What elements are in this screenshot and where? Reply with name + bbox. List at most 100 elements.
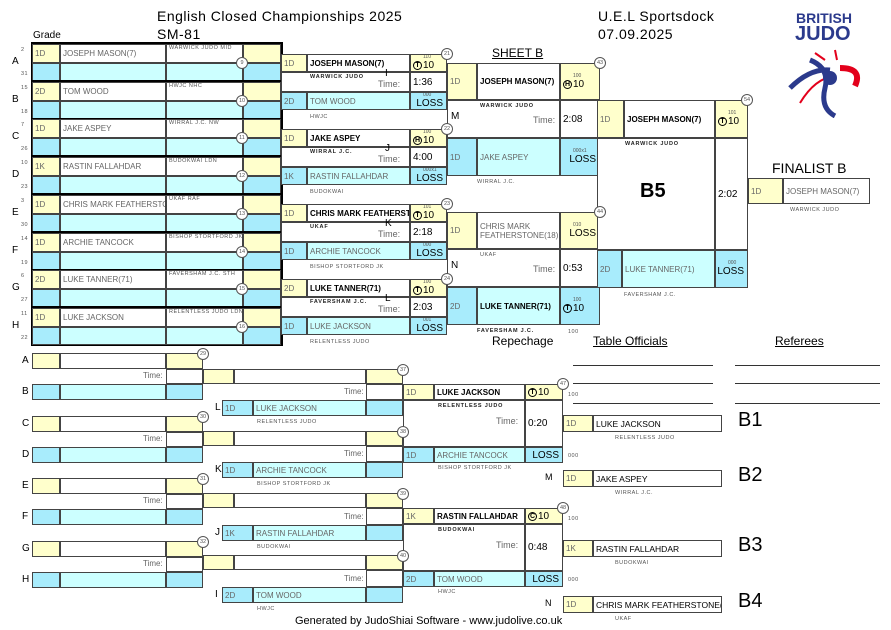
- score-value-row: LOSS: [413, 98, 446, 109]
- top-club: UKAF: [480, 252, 497, 258]
- finalist-bottom-name[interactable]: LUKE TANNER(71): [622, 250, 715, 288]
- rep-letter: A: [22, 355, 29, 366]
- match-number-badge: 22: [441, 123, 453, 135]
- finalist-title: FINALIST B: [772, 160, 847, 176]
- winner-name[interactable]: JAKE ASPEY: [307, 129, 410, 147]
- score-code: 100: [573, 297, 582, 303]
- competitor-name[interactable]: JAKE ASPEY: [477, 138, 560, 176]
- loser-name[interactable]: LUKE JACKSON: [307, 317, 410, 335]
- competitor-name[interactable]: TOM WOOD: [253, 587, 366, 603]
- score-value-row: LOSS: [413, 248, 446, 259]
- match-label: I: [385, 68, 388, 79]
- name-cell[interactable]: [60, 416, 166, 432]
- seed-number-bottom: 19: [21, 260, 29, 266]
- score-value: 10: [423, 210, 435, 221]
- match-time: 2:18: [410, 222, 447, 242]
- referees-title: Referees: [775, 334, 824, 348]
- name-cell[interactable]: [234, 493, 366, 508]
- competitor-name[interactable]: LUKE TANNER(71): [477, 287, 560, 325]
- score-value-row: LOSS: [717, 266, 747, 277]
- grade-cell: [32, 447, 60, 463]
- score-cell-white: [243, 308, 281, 327]
- name-cell[interactable]: [234, 431, 366, 446]
- match-number-badge: 21: [441, 48, 453, 60]
- competitor-name[interactable]: RASTIN FALLAHDAR: [60, 157, 166, 176]
- score-code: 010: [573, 221, 582, 228]
- grade-cell-blue: [32, 138, 60, 156]
- loser-name[interactable]: TOM WOOD: [434, 571, 525, 587]
- competitor-name[interactable]: ARCHIE TANCOCK: [60, 233, 166, 252]
- club-name: HWJC NHC: [166, 82, 243, 101]
- grade-cell-blue: [32, 327, 60, 345]
- winner-name[interactable]: RASTIN FALLAHDAR: [434, 508, 525, 524]
- result-club: WIRRAL J.C.: [615, 490, 653, 496]
- competitor-name[interactable]: LUKE JACKSON: [60, 308, 166, 327]
- name-cell[interactable]: [234, 369, 366, 384]
- loser-name[interactable]: RASTIN FALLAHDAR: [307, 167, 410, 185]
- time-label: Time:: [533, 115, 556, 125]
- match-info: [403, 400, 525, 447]
- name-cell[interactable]: [60, 447, 166, 463]
- time-cell: [366, 570, 403, 587]
- score-cell-white: [243, 270, 281, 289]
- rep-label: I: [215, 589, 218, 600]
- competitor-name[interactable]: JOSEPH MASON(7): [60, 44, 166, 63]
- competitor-name[interactable]: LUKE TANNER(71): [60, 270, 166, 289]
- name-cell[interactable]: [60, 509, 166, 525]
- loser-name[interactable]: ARCHIE TANCOCK: [434, 447, 525, 463]
- seed-number-bottom: 22: [21, 335, 29, 341]
- finalist-top-name[interactable]: JOSEPH MASON(7): [624, 100, 715, 138]
- name-cell[interactable]: [60, 384, 166, 400]
- competitor-name[interactable]: CHRIS MARK FEATHERSTONE(18): [60, 195, 166, 214]
- match-number-badge: 48: [557, 502, 569, 514]
- competitor-name[interactable]: JAKE ASPEY: [60, 119, 166, 138]
- loser-club: RELENTLESS JUDO: [310, 339, 370, 345]
- grade-cell: 1K: [563, 540, 593, 557]
- match-number-badge: 16: [236, 321, 248, 333]
- name-cell[interactable]: [234, 555, 366, 570]
- score-code: 100: [568, 392, 579, 398]
- competitor-name[interactable]: LUKE JACKSON: [253, 400, 366, 416]
- score-value-row: LOSS: [413, 173, 446, 184]
- grade-cell: 2D: [281, 279, 307, 297]
- loser-name[interactable]: ARCHIE TANCOCK: [307, 242, 410, 260]
- time-label: Time:: [344, 574, 364, 583]
- match-number-badge: 12: [236, 170, 248, 182]
- grade-cell-blue: [32, 101, 60, 119]
- name-cell[interactable]: [60, 353, 166, 369]
- name-cell[interactable]: [60, 541, 166, 557]
- bottom-club: FAVERSHAM J.C.: [477, 328, 534, 334]
- score-value: 10: [423, 60, 435, 71]
- seed-number-top: 15: [21, 85, 29, 91]
- venue-label: U.E.L Sportsdock: [598, 8, 715, 24]
- score-cell-blue: [243, 327, 281, 345]
- loser-club: HWJC: [438, 589, 456, 595]
- loser-name[interactable]: TOM WOOD: [307, 92, 410, 110]
- competitor-name-blue: [60, 63, 166, 81]
- competitor-name[interactable]: CHRIS MARK FEATHERSTONE(18): [477, 212, 560, 249]
- name-cell[interactable]: [60, 478, 166, 494]
- competitor-name[interactable]: TOM WOOD: [60, 82, 166, 101]
- name-cell[interactable]: [60, 572, 166, 588]
- score-code: 110: [423, 54, 431, 60]
- club-name-blue: [166, 252, 243, 270]
- score-code: 100: [423, 129, 432, 135]
- match-time: 2:03: [410, 297, 447, 317]
- grade-cell: 1D: [447, 138, 477, 176]
- competitor-name[interactable]: ARCHIE TANCOCK: [253, 462, 366, 478]
- club-name: RELENTLESS JUDO LDN: [166, 308, 243, 327]
- competitor-name[interactable]: RASTIN FALLAHDAR: [253, 525, 366, 541]
- competitor-name[interactable]: JOSEPH MASON(7): [477, 63, 560, 100]
- finalist-club: WARWICK JUDO: [790, 207, 840, 213]
- grade-cell: [203, 493, 234, 508]
- winner-name[interactable]: LUKE TANNER(71): [307, 279, 410, 297]
- grade-cell-blue: [32, 252, 60, 270]
- winner-name[interactable]: LUKE JACKSON: [434, 384, 525, 400]
- score-code: 100: [568, 516, 579, 522]
- winner-name[interactable]: JOSEPH MASON(7): [307, 54, 410, 72]
- winner-name[interactable]: CHRIS MARK FEATHERSTONE(18): [307, 204, 410, 222]
